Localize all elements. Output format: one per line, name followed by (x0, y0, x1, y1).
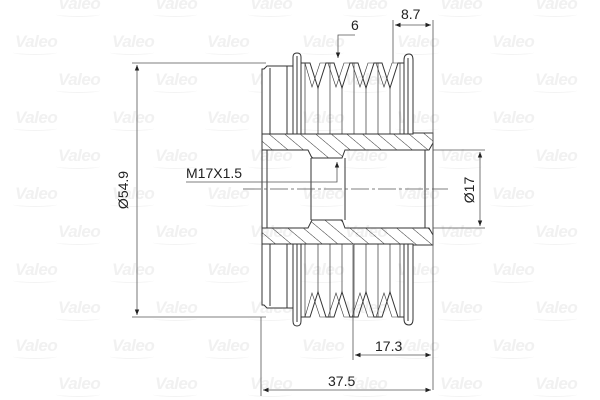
thread-spec-label: M17X1.5 (186, 165, 243, 181)
bore-diameter-label: Ø17 (461, 176, 478, 204)
groove-count-label: 6 (351, 17, 359, 33)
overall-length-label: 37.5 (328, 373, 356, 389)
dimension-lines (132, 20, 485, 396)
inner-length-label: 17.3 (375, 338, 403, 354)
flange-width-label: 8.7 (401, 6, 421, 22)
pulley-body (261, 52, 434, 327)
outer-diameter-label: Ø54.9 (115, 170, 132, 210)
